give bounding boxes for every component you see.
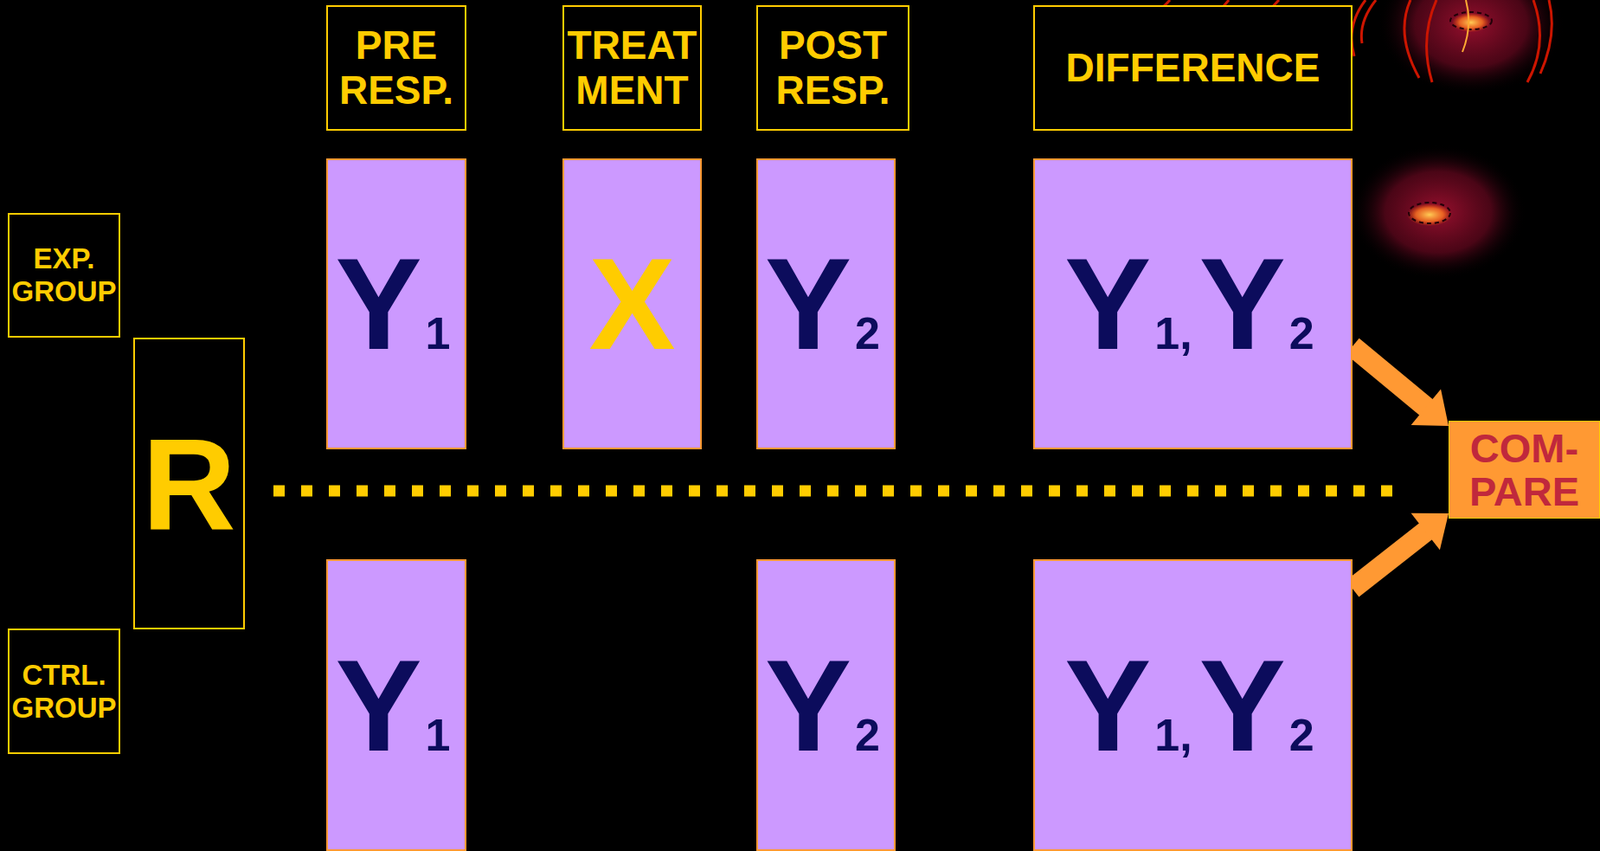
variable-symbol: R [141, 418, 236, 549]
variable-symbol: Y [764, 238, 852, 369]
variable-symbol: Y [1199, 238, 1286, 369]
group-label: CTRL. GROUP [7, 628, 121, 754]
symbol-row: Y2 [764, 640, 887, 771]
column-header: TREAT MENT [562, 5, 702, 131]
variable-symbol: X [588, 238, 675, 369]
variable-symbol: Y [764, 640, 852, 771]
response-box: Y2 [756, 559, 896, 851]
box-label: DIFFERENCE [1066, 45, 1321, 91]
variable-symbol: Y [335, 640, 423, 771]
subscript: 2 [854, 712, 881, 758]
box-label: COM- PARE [1451, 426, 1598, 513]
variable-symbol: Y [1064, 238, 1151, 369]
response-box: Y1 [326, 158, 467, 450]
compare-box: COM- PARE [1448, 420, 1600, 519]
symbol-row: Y1 [335, 238, 458, 369]
variable-symbol: Y [1199, 640, 1286, 771]
column-header: DIFFERENCE [1033, 5, 1353, 131]
variable-symbol: Y [1064, 640, 1151, 771]
subscript: 1, [1154, 712, 1192, 758]
response-box: Y1,Y2 [1033, 559, 1353, 851]
box-label: CTRL. GROUP [11, 658, 117, 725]
symbol-row: X [588, 238, 675, 369]
subscript: 2 [854, 310, 881, 356]
symbol-row: Y1,Y2 [1064, 238, 1321, 369]
dotted-divider [273, 485, 1395, 497]
red-glow [1349, 0, 1565, 280]
block-arrow [1352, 513, 1449, 589]
symbol-row: Y2 [764, 238, 887, 369]
box-label: EXP. GROUP [11, 242, 117, 309]
box-label: PRE RESP. [329, 23, 463, 113]
subscript: 2 [1289, 310, 1315, 356]
column-header: PRE RESP. [326, 5, 467, 131]
subscript: 1, [1154, 310, 1192, 356]
subscript: 1 [425, 310, 451, 356]
symbol-row: Y1 [335, 640, 458, 771]
response-box: Y2 [756, 158, 896, 450]
response-box: Y1,Y2 [1033, 158, 1353, 450]
variable-symbol: Y [335, 238, 423, 369]
box-label: TREAT MENT [565, 23, 699, 113]
symbol-row: Y1,Y2 [1064, 640, 1321, 771]
group-label: EXP. GROUP [7, 212, 121, 338]
box-label: POST RESP. [759, 23, 907, 113]
column-header: POST RESP. [756, 5, 910, 131]
response-box: Y1 [326, 559, 467, 851]
treatment-box: X [562, 158, 702, 450]
symbol-row: R [141, 418, 236, 549]
subscript: 1 [425, 712, 451, 758]
block-arrow [1352, 346, 1449, 426]
subscript: 2 [1289, 712, 1315, 758]
randomization-box: R [133, 337, 245, 630]
